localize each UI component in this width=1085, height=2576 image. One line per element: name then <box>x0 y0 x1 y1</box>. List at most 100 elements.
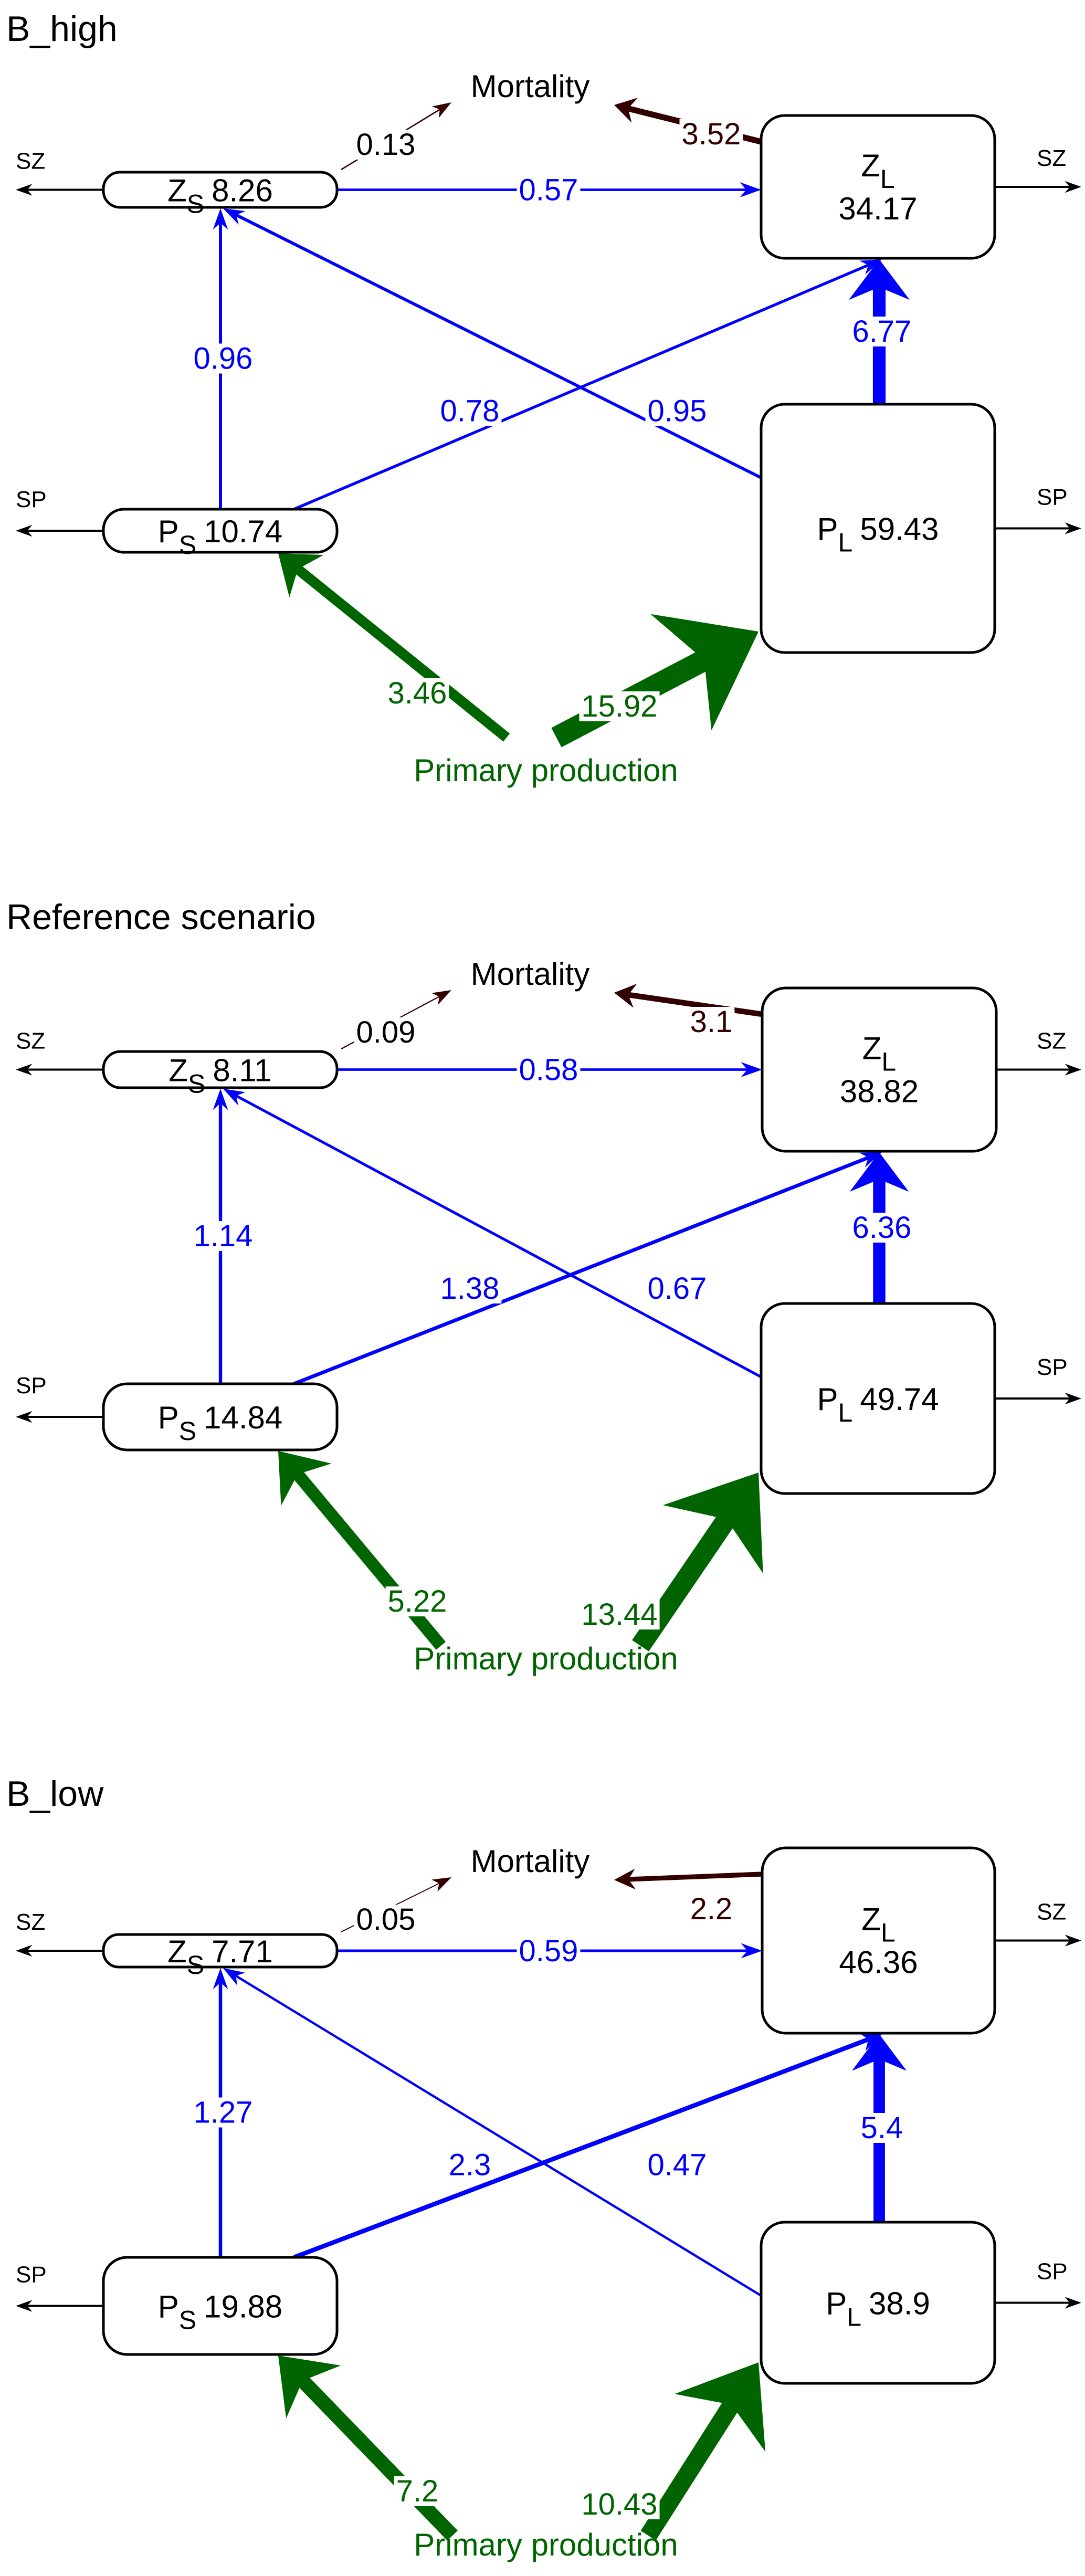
export-zs-label: SZ <box>16 1028 45 1054</box>
node-pl-symbol: P <box>826 2286 847 2321</box>
node-pl-box <box>760 2221 996 2385</box>
node-zs-box <box>102 1050 339 1089</box>
flow-pl-to-zs-arrow <box>223 1968 762 2297</box>
label-ps-to-zs-bg <box>191 1221 255 1251</box>
node-ps-box <box>102 508 339 554</box>
flow-ps-to-zl-arrow <box>293 1152 882 1386</box>
node-zl-subscript: L <box>881 1047 896 1077</box>
mortality-label: Mortality <box>471 69 590 104</box>
node-zs-subscript: S <box>187 190 204 219</box>
node-ps-subscript: S <box>179 530 196 560</box>
label-pl-to-zs-bg <box>645 1274 709 1303</box>
label-zs-to-mortality-bg <box>354 130 418 160</box>
label-zs-to-mortality: 0.13 <box>356 128 416 162</box>
export-pl-label: SP <box>1037 1354 1068 1380</box>
label-pp-to-pl-bg <box>579 1600 660 1629</box>
export-ps-arrow <box>16 524 103 537</box>
label-pp-to-pl: 13.44 <box>581 1597 657 1632</box>
label-zl-to-mortality: 3.1 <box>690 1005 733 1039</box>
node-pl-label: PL 38.9 <box>826 2286 930 2332</box>
label-ps-to-zs: 1.27 <box>194 2096 253 2130</box>
export-zl-label: SZ <box>1037 145 1066 171</box>
export-zl-arrow <box>995 1934 1081 1947</box>
label-zs-to-zl-bg <box>517 1055 581 1085</box>
mortality-label: Mortality <box>471 1844 590 1879</box>
node-zl-box <box>761 986 998 1153</box>
label-pp-to-ps-bg <box>385 678 449 708</box>
label-pp-to-pl: 15.92 <box>581 689 657 723</box>
label-pl-to-zs: 0.67 <box>648 1271 707 1306</box>
label-zl-to-mortality: 3.52 <box>682 117 741 151</box>
export-pl-arrow <box>995 1392 1081 1405</box>
label-zl-to-mortality: 2.2 <box>690 1892 733 1926</box>
node-zl-value: 34.17 <box>838 191 917 226</box>
node-pl-value: 59.43 <box>860 512 939 547</box>
export-zl-label: SZ <box>1037 1899 1066 1925</box>
export-pl-arrow <box>995 522 1081 534</box>
label-pp-to-pl-bg <box>579 691 660 721</box>
flow-ps-to-zl-arrow <box>293 2033 882 2259</box>
node-zs-value: 8.11 <box>213 1053 271 1088</box>
export-zs-arrow <box>16 184 103 196</box>
label-zs-to-mortality-bg <box>354 1017 418 1047</box>
label-ps-to-zs-bg <box>191 343 255 374</box>
flow-zl-to-mortality-arrow <box>614 1868 763 1890</box>
label-pp-to-pl-bg <box>579 2489 660 2519</box>
label-pp-to-ps: 5.22 <box>388 1584 447 1618</box>
label-pl-to-zl-bg <box>850 1213 914 1243</box>
node-pl: PL 38.9 <box>760 2221 996 2385</box>
node-ps-value: 10.74 <box>204 514 282 549</box>
export-zs-arrow <box>16 1064 103 1076</box>
label-zs-to-mortality: 0.05 <box>356 1902 416 1937</box>
node-pl-value: 38.9 <box>869 2286 930 2321</box>
mortality-label: Mortality <box>471 956 590 992</box>
node-zl-value: 38.82 <box>840 1074 919 1109</box>
primary-production-label: Primary production <box>414 753 678 788</box>
label-pl-to-zl: 6.36 <box>852 1211 912 1245</box>
node-ps-value: 14.84 <box>204 1400 282 1435</box>
flow-pl-to-zs-arrow <box>223 208 762 479</box>
label-pl-to-zs-bg <box>645 396 709 426</box>
node-zl-symbol: Z <box>861 148 880 183</box>
label-pp-to-ps-bg <box>394 2476 441 2506</box>
export-zl-arrow <box>995 181 1081 193</box>
export-zs-label: SZ <box>16 149 45 174</box>
label-zs-to-zl: 0.57 <box>519 173 578 207</box>
label-ps-to-zl-bg <box>438 1274 502 1303</box>
primary-production-label: Primary production <box>414 2527 678 2562</box>
node-pl-subscript: L <box>847 2302 861 2332</box>
label-ps-to-zl-bg <box>446 2150 493 2180</box>
node-pl-subscript: L <box>838 528 853 558</box>
label-zl-to-mortality-bg <box>688 1894 735 1924</box>
export-pl-label: SP <box>1037 485 1068 510</box>
flow-ps-to-zl-arrow <box>293 259 882 511</box>
export-zl-arrow <box>996 1064 1081 1076</box>
label-zs-to-mortality: 0.09 <box>356 1015 416 1049</box>
flow-pp-to-ps-arrow <box>278 2356 458 2541</box>
panel-title: B_low <box>6 1774 104 1814</box>
node-pl-symbol: P <box>817 512 838 547</box>
label-pl-to-zl-bg <box>850 317 914 346</box>
label-ps-to-zs: 1.14 <box>194 1219 253 1253</box>
node-zs-subscript: S <box>187 1950 204 1980</box>
export-ps-label: SP <box>16 487 47 512</box>
node-zs-symbol: Z <box>167 173 187 208</box>
node-pl-symbol: P <box>817 1382 838 1417</box>
node-zl-symbol: Z <box>861 1902 881 1937</box>
label-ps-to-zl: 2.3 <box>449 2148 491 2182</box>
